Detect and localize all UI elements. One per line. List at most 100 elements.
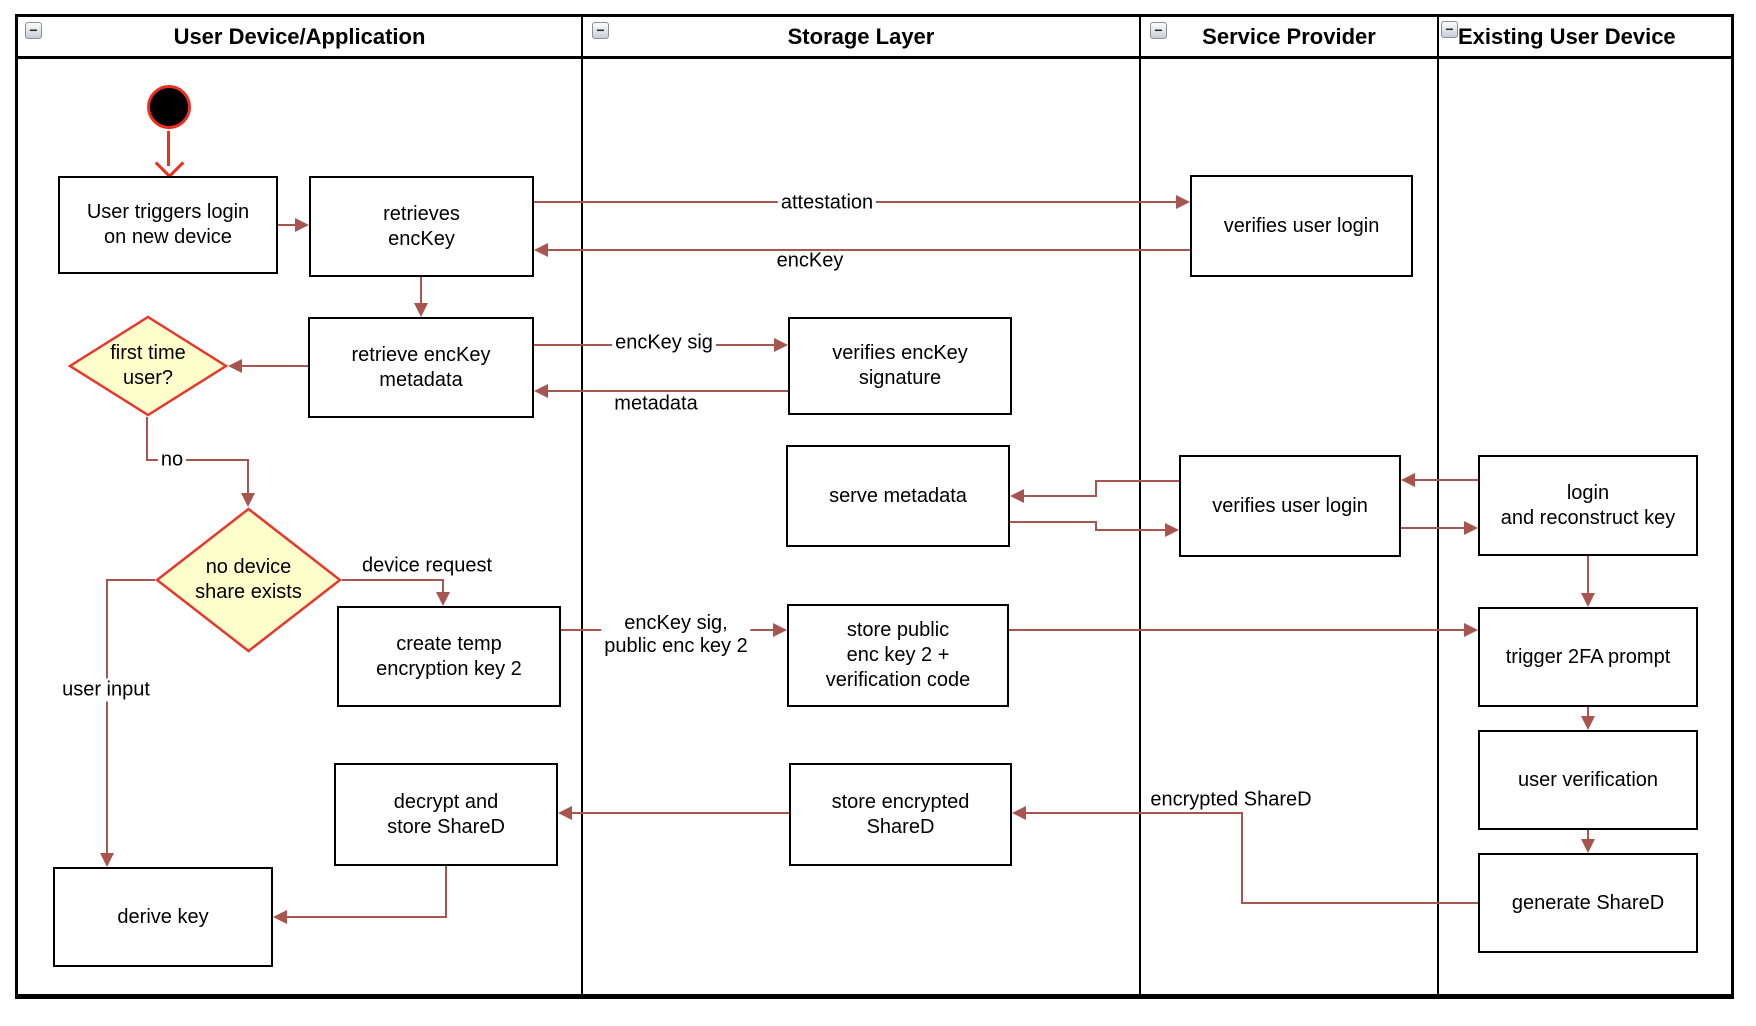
activity-decrypt-and-store-shared[interactable]: decrypt and store ShareD <box>334 763 558 866</box>
collapse-icon[interactable]: − <box>1441 21 1458 38</box>
edge-line <box>445 866 447 918</box>
edge-enckey-line <box>548 249 1190 251</box>
edge-arrowhead-icon <box>558 806 572 820</box>
edge-arrowhead-icon <box>1165 523 1179 537</box>
decision-first-time-user[interactable]: first time user? <box>68 315 228 417</box>
edge-line <box>1095 480 1097 497</box>
activity-user-verification[interactable]: user verification <box>1478 730 1698 830</box>
edge-arrowhead-icon <box>241 493 255 507</box>
lane-divider-3 <box>1437 14 1439 994</box>
edge-line <box>1415 479 1478 481</box>
edge-user-input-line <box>106 579 108 854</box>
edge-line <box>1096 480 1179 482</box>
activity-retrieve-enckey-metadata[interactable]: retrieve encKey metadata <box>308 317 534 418</box>
edge-no-line <box>146 417 148 461</box>
activity-generate-shared[interactable]: generate ShareD <box>1478 853 1698 953</box>
activity-store-encrypted-shared[interactable]: store encrypted ShareD <box>789 763 1012 866</box>
edge-line <box>278 224 296 226</box>
edge-line <box>1024 495 1097 497</box>
activity-trigger-2fa-prompt[interactable]: trigger 2FA prompt <box>1478 607 1698 707</box>
edge-encrypted-shared-line <box>1026 812 1243 814</box>
edge-metadata-line <box>548 390 788 392</box>
edge-arrowhead-icon <box>100 853 114 867</box>
lane-divider-1 <box>581 14 583 994</box>
lane-header-existing-user-device: Existing User Device <box>1439 17 1731 56</box>
diagram-border-left <box>15 14 18 999</box>
edge-device-request-line <box>342 579 444 581</box>
activity-retrieves-enckey[interactable]: retrieves encKey <box>309 176 534 277</box>
edge-no-line <box>146 459 249 461</box>
decision-no-device-share-exists[interactable]: no device share exists <box>155 507 342 653</box>
edge-user-input-line <box>107 579 155 581</box>
lane-header-storage-layer: Storage Layer <box>583 17 1139 56</box>
edge-label-enckey: encKey <box>776 249 844 272</box>
lane-title: Storage Layer <box>787 23 935 49</box>
edge-arrowhead-icon <box>774 338 788 352</box>
edge-arrowhead-icon <box>1581 839 1595 853</box>
edge-arrowhead-icon <box>1010 489 1024 503</box>
lane-divider-2 <box>1139 14 1141 994</box>
edge-line <box>1010 521 1097 523</box>
activity-verifies-enckey-signature[interactable]: verifies encKey signature <box>788 317 1012 415</box>
edge-line <box>287 916 447 918</box>
edge-label-no: no <box>157 448 187 472</box>
edge-arrowhead-icon <box>1581 593 1595 607</box>
decision-label: first time user? <box>110 342 186 389</box>
edge-line <box>1401 527 1464 529</box>
minus-glyph: − <box>29 22 38 38</box>
edge-arrowhead-icon <box>773 623 787 637</box>
lane-header-service-provider: Service Provider <box>1141 17 1437 56</box>
diamond-shape-icon <box>68 315 228 417</box>
edge-line <box>1587 830 1589 840</box>
edge-encrypted-shared-line <box>1242 902 1478 904</box>
edge-arrowhead-icon <box>436 592 450 606</box>
edge-encrypted-shared-line <box>1241 812 1243 904</box>
edge-start-arrowhead-icon <box>154 148 185 179</box>
edge-arrowhead-icon <box>534 384 548 398</box>
start-node[interactable] <box>147 85 191 129</box>
edge-no-line <box>247 459 249 494</box>
edge-arrowhead-icon <box>228 359 242 373</box>
collapse-icon[interactable]: − <box>25 22 42 39</box>
lane-header-underline <box>15 56 1734 59</box>
activity-serve-metadata[interactable]: serve metadata <box>786 445 1010 547</box>
edge-arrowhead-icon <box>414 303 428 317</box>
activity-derive-key[interactable]: derive key <box>53 867 273 967</box>
diagram-border-right <box>1731 14 1734 999</box>
edge-device-request-line <box>442 579 444 593</box>
activity-user-triggers-login[interactable]: User triggers login on new device <box>58 176 278 274</box>
edge-label-attestation: attestation <box>777 191 877 215</box>
activity-store-public-enc-key-2[interactable]: store public enc key 2 + verification co… <box>787 604 1009 707</box>
decision-label: no device share exists <box>195 556 302 603</box>
lane-title: Existing User Device <box>1458 23 1676 49</box>
edge-line <box>1587 556 1589 594</box>
edge-line <box>1096 529 1165 531</box>
activity-login-and-reconstruct-key[interactable]: login and reconstruct key <box>1478 455 1698 556</box>
edge-label-device-request: device request <box>361 554 493 577</box>
edge-line <box>420 277 422 304</box>
minus-glyph: − <box>1154 22 1163 38</box>
collapse-icon[interactable]: − <box>1150 22 1167 39</box>
activity-create-temp-encryption-key-2[interactable]: create temp encryption key 2 <box>337 606 561 707</box>
activity-verifies-user-login-2[interactable]: verifies user login <box>1179 455 1401 557</box>
edge-label-enckey-sig-public: encKey sig, public enc key 2 <box>601 612 751 658</box>
collapse-icon[interactable]: − <box>592 22 609 39</box>
minus-glyph: − <box>1445 21 1454 37</box>
edge-arrowhead-icon <box>534 243 548 257</box>
diagram-border-bottom <box>15 994 1734 999</box>
edge-label-enckey-sig: encKey sig <box>612 331 716 355</box>
edge-arrowhead-icon <box>1012 806 1026 820</box>
lane-header-user-device: User Device/Application <box>18 17 581 56</box>
lane-title: User Device/Application <box>173 23 426 49</box>
edge-line <box>1009 629 1464 631</box>
edge-arrowhead-icon <box>1581 716 1595 730</box>
diagram-border-top <box>15 14 1734 17</box>
edge-arrowhead-icon <box>1464 623 1478 637</box>
edge-label-encrypted-shared: encrypted ShareD <box>1150 788 1312 811</box>
edge-arrowhead-icon <box>273 910 287 924</box>
diamond-shape-icon <box>155 507 342 653</box>
edge-line <box>242 365 308 367</box>
activity-verifies-user-login-1[interactable]: verifies user login <box>1190 175 1413 277</box>
edge-arrowhead-icon <box>295 218 309 232</box>
